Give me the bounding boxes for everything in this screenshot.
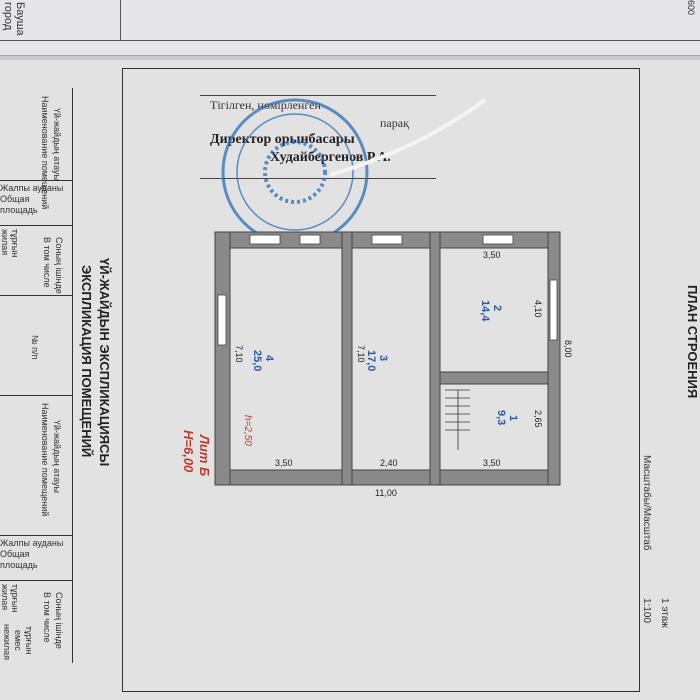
room-height: h=2,50 bbox=[242, 415, 253, 446]
room-2-number: 2 bbox=[491, 305, 503, 311]
dim-total-depth: 8,00 bbox=[563, 340, 573, 358]
dim-r3-depth: 7,10 bbox=[356, 345, 366, 363]
room-3-number: 3 bbox=[377, 355, 389, 361]
dim-r2-width: 3,50 bbox=[483, 250, 501, 260]
room-1-area: 9,3 bbox=[495, 410, 507, 425]
room-3-area: 17,0 bbox=[365, 350, 377, 371]
windows bbox=[217, 234, 558, 346]
dim-r1-width: 3,50 bbox=[483, 458, 501, 468]
dim-r4-depth: 7,10 bbox=[234, 345, 244, 363]
top-sheet: Бауша город 600 bbox=[0, 0, 700, 56]
dim-r4-width: 3,50 bbox=[275, 458, 293, 468]
col-area-kz-2: Жалпы ауданы bbox=[0, 538, 64, 548]
col-area-ru: Общая bbox=[0, 194, 30, 204]
stairs bbox=[445, 389, 470, 450]
room-2-area: 14,4 bbox=[479, 300, 491, 322]
col-area-ru-2: Общая bbox=[0, 549, 30, 559]
col-area-ru2-2: площадь bbox=[0, 560, 38, 570]
binding-thread bbox=[329, 98, 487, 177]
drawing-frame bbox=[122, 68, 640, 692]
dim-total-width: 11,00 bbox=[375, 488, 397, 498]
room-4-number: 4 bbox=[263, 355, 275, 362]
room-4-area: 25,0 bbox=[251, 350, 263, 371]
dim-r2-depth: 4,10 bbox=[533, 300, 543, 318]
stamp-line-2: парақ bbox=[380, 116, 409, 130]
stamp-line-4: Худайбергенов Р.А. bbox=[270, 150, 391, 165]
dim-r3-width: 2,40 bbox=[380, 458, 398, 468]
stamp-line-3: Директор орынбасары bbox=[210, 132, 355, 147]
height-total: Н=6,00 bbox=[181, 430, 196, 473]
col-area-kz: Жалпы ауданы bbox=[0, 183, 64, 193]
dim-r1-depth: 2,65 bbox=[533, 410, 543, 428]
lit-label: Лит Б bbox=[197, 434, 212, 476]
col-area-ru2: площадь bbox=[0, 205, 38, 215]
room-1-number: 1 bbox=[507, 415, 519, 421]
